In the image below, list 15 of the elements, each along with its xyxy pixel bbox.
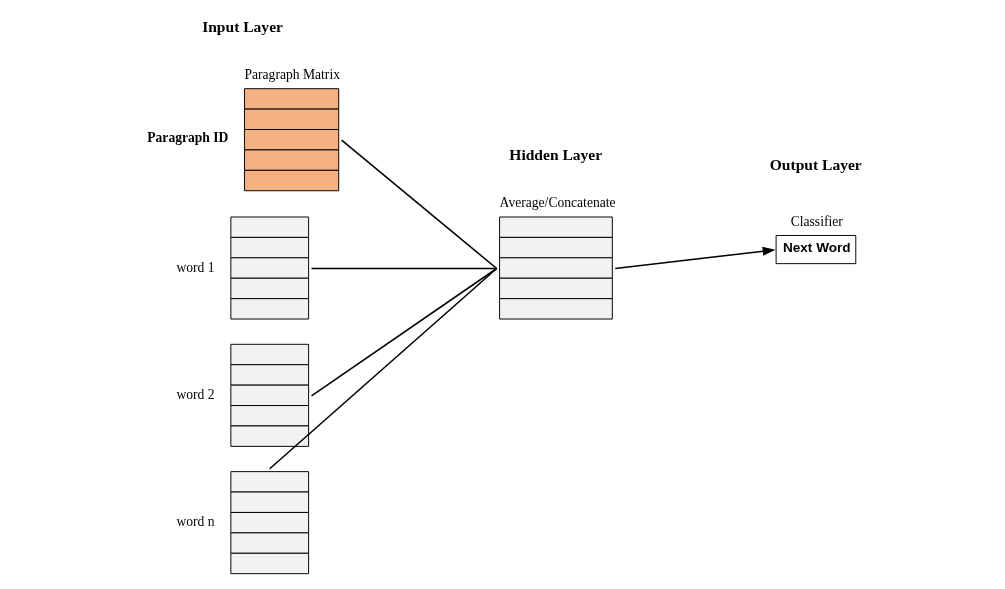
connector xyxy=(268,267,498,470)
label: Output Layer xyxy=(769,156,862,174)
node-label: Paragraph Matrix xyxy=(244,67,340,83)
node-label: word 2 xyxy=(176,386,215,402)
node-label: Paragraph ID xyxy=(147,130,229,146)
connector xyxy=(340,139,498,270)
node-label: Classifier xyxy=(790,213,843,229)
node-label: Average/Concatenate xyxy=(499,195,616,211)
connector xyxy=(310,267,498,270)
node-label: word n xyxy=(176,514,215,530)
node-label: word 1 xyxy=(176,259,215,275)
arrow xyxy=(614,246,776,270)
label: Input Layer xyxy=(202,18,283,36)
connector xyxy=(310,267,498,397)
label: Hidden Layer xyxy=(509,146,603,164)
